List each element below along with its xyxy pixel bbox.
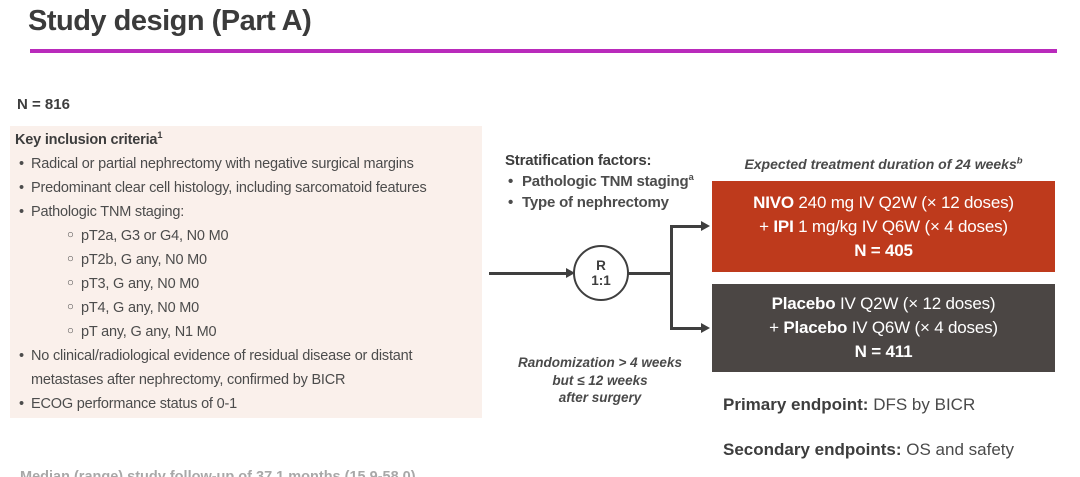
- randomizer-r-label: R: [596, 258, 606, 273]
- flow-line-vertical-split: [670, 225, 673, 330]
- secondary-endpoints: Secondary endpoints: OS and safety: [723, 440, 1014, 459]
- flow-line-top-branch: [670, 225, 702, 228]
- circle-bullet-icon: ○: [67, 277, 74, 289]
- arm-dose-line: Placebo IV Q2W (× 12 doses): [771, 294, 996, 313]
- bullet-icon: •: [19, 180, 24, 196]
- bullet-icon: •: [508, 173, 514, 190]
- placebo-arm-box: Placebo IV Q2W (× 12 doses) + Placebo IV…: [712, 284, 1055, 372]
- arm-n-count: N = 411: [854, 342, 913, 361]
- arrowhead-placebo-arm-icon: [701, 322, 710, 333]
- stratification-factors: Stratification factors: •Pathologic TNM …: [505, 150, 694, 213]
- criteria-item: •No clinical/radiological evidence of re…: [15, 344, 482, 368]
- randomizer-node: R 1:1: [573, 245, 629, 301]
- bullet-icon: •: [19, 396, 24, 412]
- stratification-heading: Stratification factors:: [505, 152, 652, 169]
- tnm-stage-item: ○pT2b, G any, N0 M0: [15, 248, 482, 272]
- circle-bullet-icon: ○: [67, 301, 74, 313]
- inclusion-criteria-panel: Key inclusion criteria1 •Radical or part…: [10, 126, 482, 418]
- circle-bullet-icon: ○: [67, 253, 74, 265]
- tnm-stage-item: ○pT2a, G3 or G4, N0 M0: [15, 224, 482, 248]
- footnote-marker-1: 1: [157, 130, 163, 142]
- bullet-icon: •: [19, 156, 24, 172]
- criteria-item: •Predominant clear cell histology, inclu…: [15, 176, 482, 200]
- inclusion-criteria-heading: Key inclusion criteria1: [15, 130, 163, 148]
- circle-bullet-icon: ○: [67, 229, 74, 241]
- circle-bullet-icon: ○: [67, 325, 74, 337]
- nivo-ipi-arm-box: NIVO 240 mg IV Q2W (× 12 doses) + IPI 1 …: [712, 181, 1055, 272]
- stratification-item: •Pathologic TNM staginga: [508, 172, 694, 190]
- cutoff-footnote: Median (range) study follow-up of 37.1 m…: [20, 469, 416, 477]
- title-accent-rule: [30, 49, 1057, 53]
- bullet-icon: •: [19, 204, 24, 220]
- arrowhead-into-randomizer-icon: [566, 267, 575, 278]
- randomizer-ratio: 1:1: [591, 273, 611, 288]
- criteria-item: •ECOG performance status of 0-1: [15, 392, 482, 416]
- flow-line-from-randomizer: [628, 272, 672, 275]
- footnote-marker-a: a: [688, 172, 694, 183]
- tnm-stage-item: ○pT any, G any, N1 M0: [15, 320, 482, 344]
- tnm-stage-item: ○pT4, G any, N0 M0: [15, 296, 482, 320]
- arm-n-count: N = 405: [854, 240, 913, 260]
- arrowhead-nivo-arm-icon: [701, 220, 710, 231]
- bullet-icon: •: [19, 348, 24, 364]
- criteria-item: •Radical or partial nephrectomy with neg…: [15, 152, 482, 176]
- arm-dose-line: + IPI 1 mg/kg IV Q6W (× 4 doses): [759, 216, 1008, 236]
- total-n-label: N = 816: [17, 96, 70, 113]
- flow-line-bottom-branch: [670, 327, 702, 330]
- arm-dose-line: + Placebo IV Q6W (× 4 doses): [769, 318, 998, 337]
- tnm-stage-item: ○pT3, G any, N0 M0: [15, 272, 482, 296]
- stratification-item: •Type of nephrectomy: [508, 194, 669, 211]
- footnote-marker-b: b: [1016, 155, 1023, 167]
- criteria-item-continuation: metastases after nephrectomy, confirmed …: [31, 372, 346, 388]
- primary-endpoint: Primary endpoint: DFS by BICR: [723, 395, 976, 414]
- flow-line-into-randomizer: [489, 272, 567, 275]
- randomization-timing-note: Randomization > 4 weeks but ≤ 12 weeks a…: [518, 355, 682, 405]
- treatment-duration-note: Expected treatment duration of 24 weeksb: [744, 155, 1023, 172]
- page-title: Study design (Part A): [28, 5, 312, 37]
- criteria-item: •Pathologic TNM staging:: [15, 200, 482, 224]
- arm-dose-line: NIVO 240 mg IV Q2W (× 12 doses): [753, 192, 1014, 212]
- bullet-icon: •: [508, 194, 514, 211]
